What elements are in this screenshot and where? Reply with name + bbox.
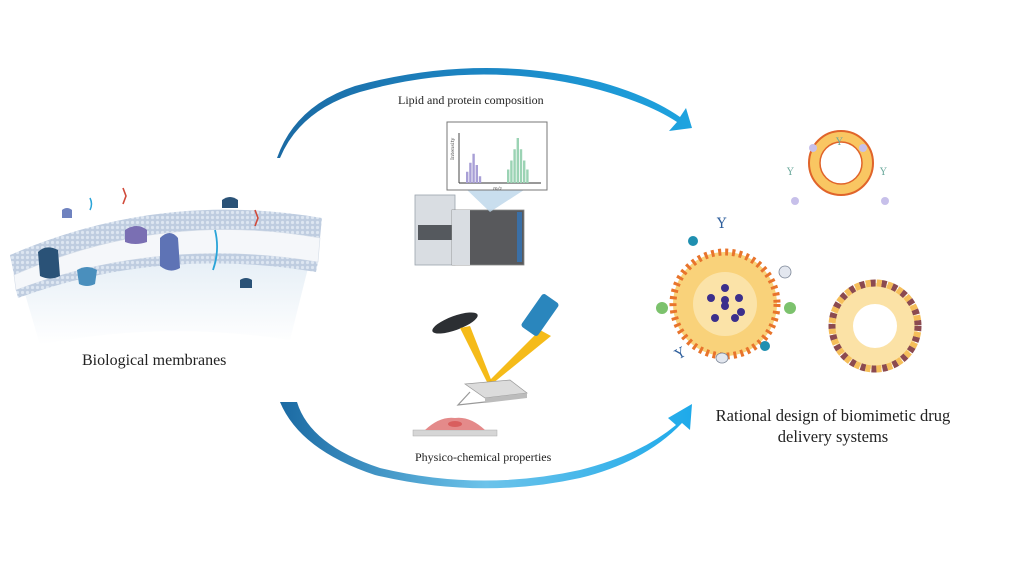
lipid-peak (478, 176, 482, 183)
drug-molecule (737, 308, 745, 316)
drug-molecule (711, 314, 719, 322)
protein-peak (526, 169, 529, 183)
label-biological-membranes: Biological membranes (82, 352, 227, 369)
label-physico-chemical-properties: Physico-chemical properties (415, 450, 552, 464)
protein-large (160, 233, 180, 271)
drug-molecule (731, 314, 739, 322)
lipid-vesicle (828, 279, 922, 373)
svg-text:Y: Y (879, 167, 887, 178)
laser-icon (521, 294, 559, 336)
protein-peak (523, 160, 526, 183)
drug-molecule (735, 294, 743, 302)
lipid-peak (475, 165, 478, 183)
liposome-drug-loaded: Y Y (656, 216, 796, 364)
lipid-peak (466, 171, 469, 183)
label-lipid-protein-composition: Lipid and protein composition (398, 93, 544, 107)
svg-text:Y: Y (835, 137, 843, 148)
spectrum-x-label: m/z (493, 186, 502, 192)
lipid-peak (472, 153, 475, 183)
drug-molecule (721, 284, 729, 292)
mass-spectrum-chart: Intensity m/z (446, 121, 548, 192)
svg-text:Y: Y (672, 344, 690, 363)
protein-purple (125, 226, 147, 244)
detector-icon (432, 312, 478, 334)
antibody-icon: Y (716, 216, 727, 232)
drug-molecule (721, 302, 729, 310)
protein-peak (519, 149, 523, 183)
protein-peak (516, 138, 519, 183)
liposome-antibody: Y Y Y (786, 130, 889, 205)
drug-molecule (707, 294, 715, 302)
protein-peak (513, 149, 516, 183)
protein-peak (507, 169, 510, 183)
protein-peak (510, 160, 513, 183)
lipid-peak (469, 162, 472, 183)
protein-channel (38, 247, 60, 279)
label-rational-design: Rational design of biomimetic drug deliv… (715, 406, 951, 446)
svg-text:Y: Y (786, 167, 794, 178)
bottom-arrow (280, 402, 692, 489)
spectrum-y-label: Intensity (450, 137, 456, 160)
mass-spectrometer (414, 188, 527, 266)
afm-setup (412, 294, 559, 437)
membrane-illustration (10, 187, 322, 345)
drug-molecule (721, 296, 729, 304)
